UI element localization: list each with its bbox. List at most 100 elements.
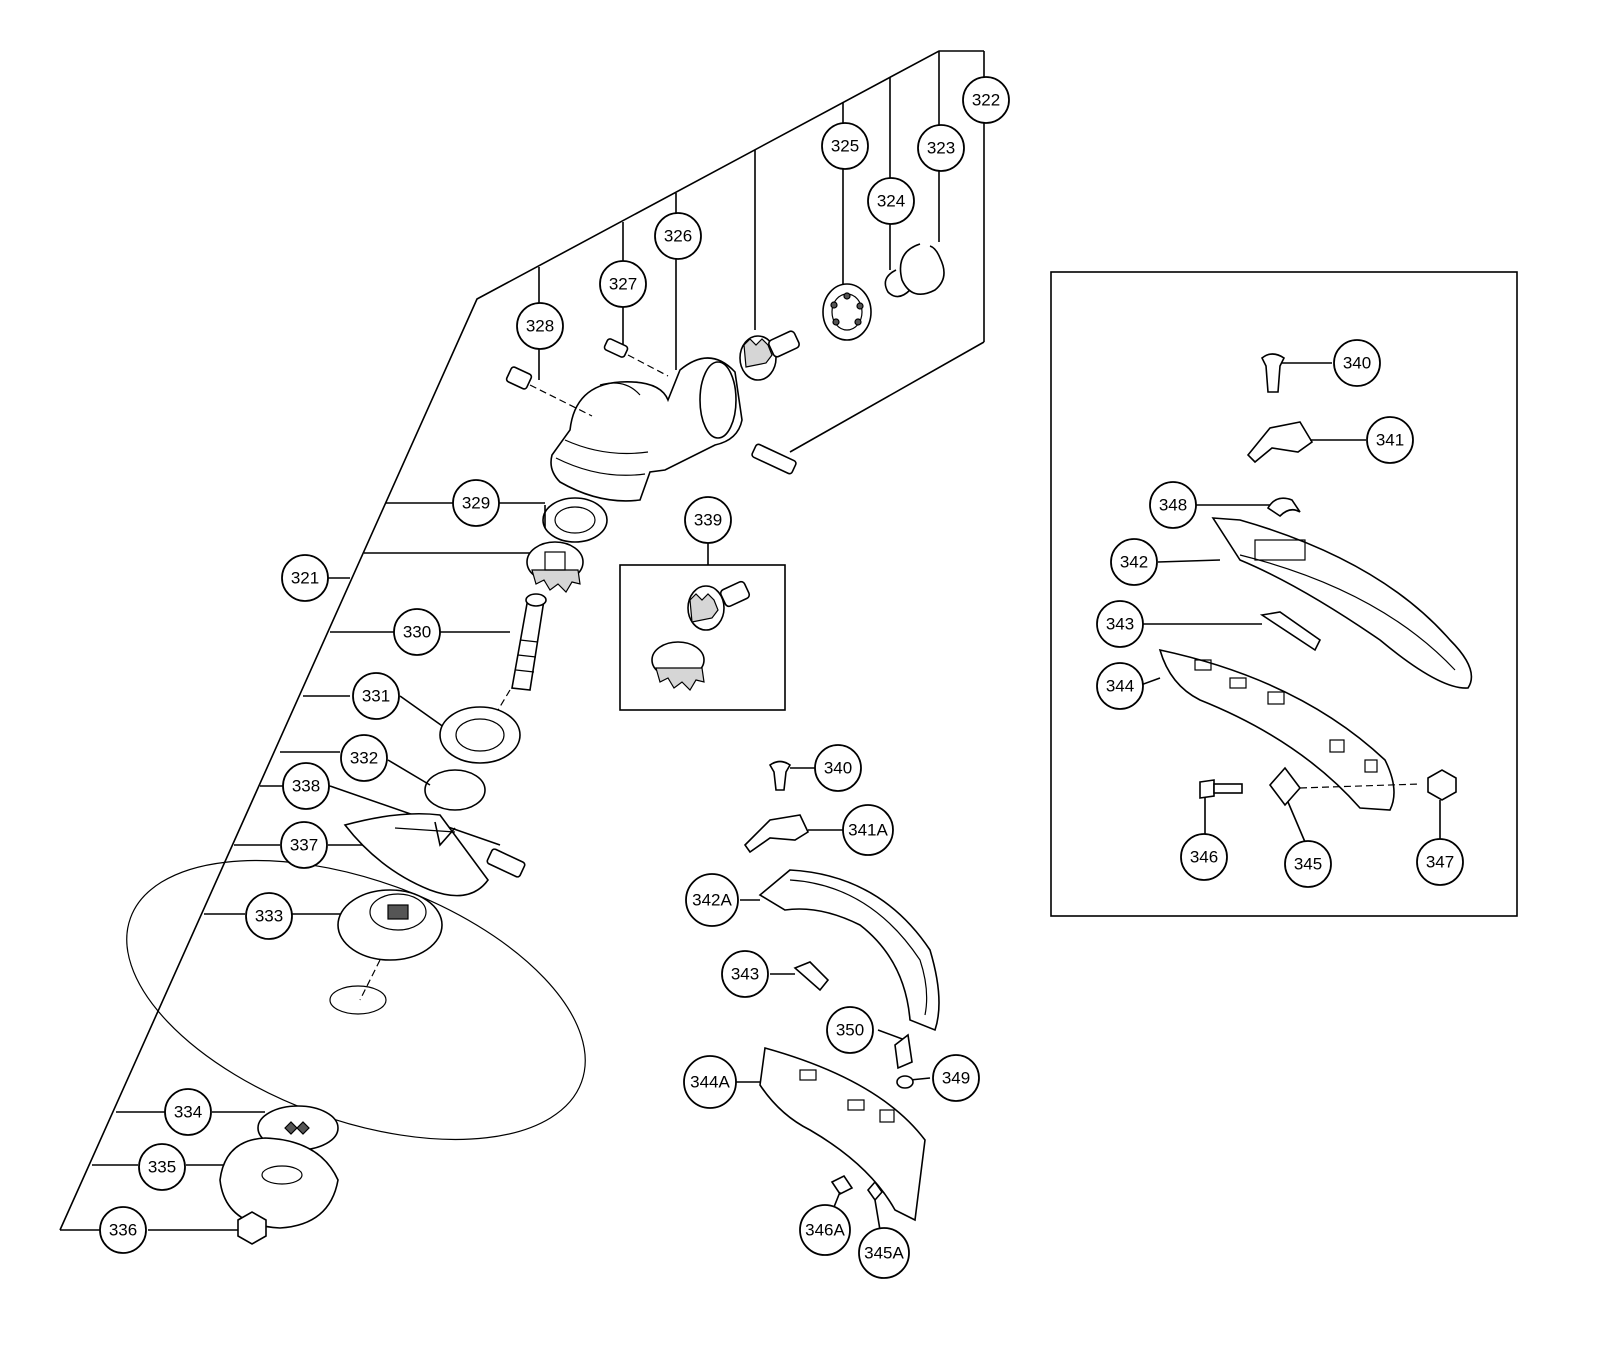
bolt-328: [505, 366, 533, 390]
pinion-gear: [739, 330, 800, 381]
screw-322: [751, 443, 797, 475]
cushion-348: [1266, 497, 1301, 518]
svg-text:347: 347: [1426, 853, 1454, 872]
callout-343-a: 343: [721, 950, 769, 998]
bevel-gear: [526, 541, 584, 593]
blade-disc: [126, 859, 586, 1141]
svg-text:342A: 342A: [692, 891, 732, 910]
bolt-346: [1199, 779, 1215, 799]
guard-assembly-a: [736, 760, 940, 1231]
svg-text:330: 330: [403, 623, 431, 642]
callout-349: 349: [932, 1054, 980, 1102]
svg-text:334: 334: [174, 1103, 202, 1122]
svg-text:324: 324: [877, 192, 905, 211]
svg-text:328: 328: [526, 317, 554, 336]
holder-333: [337, 889, 443, 961]
svg-text:321: 321: [291, 569, 319, 588]
callout-350: 350: [826, 1006, 874, 1054]
callout-344: 344: [1096, 662, 1144, 710]
callout-333: 333: [245, 892, 293, 940]
bolt-346A: [830, 1174, 854, 1196]
svg-text:325: 325: [831, 137, 859, 156]
guard-342A: [758, 869, 940, 1032]
svg-text:344A: 344A: [690, 1073, 730, 1092]
callout-321: 321: [281, 554, 329, 602]
callout-341: 341: [1366, 416, 1414, 464]
svg-text:348: 348: [1159, 496, 1187, 515]
clamp-341: [1246, 421, 1314, 464]
screw-327: [603, 338, 629, 358]
clamp-341A: [743, 814, 810, 854]
bearing-325: [822, 283, 872, 341]
svg-text:340: 340: [1343, 354, 1371, 373]
screw-340a: [768, 760, 792, 791]
callout-322: 322: [962, 76, 1010, 124]
callout-340-a: 340: [814, 744, 862, 792]
spindle-shaft: [511, 597, 545, 691]
svg-text:340: 340: [824, 759, 852, 778]
svg-text:327: 327: [609, 275, 637, 294]
guard-344A: [759, 1046, 926, 1222]
callout-326: 326: [654, 212, 702, 260]
bearing-331: [439, 706, 521, 764]
svg-text:343: 343: [1106, 615, 1134, 634]
callout-348: 348: [1149, 481, 1197, 529]
clip-350: [894, 1033, 913, 1070]
callout-337: 337: [280, 821, 328, 869]
svg-text:343: 343: [731, 965, 759, 984]
callout-328: 328: [516, 302, 564, 350]
svg-text:322: 322: [972, 91, 1000, 110]
gear-case-assembly: [126, 243, 945, 1245]
callout-332: 332: [340, 734, 388, 782]
plate-343b: [1259, 611, 1322, 652]
svg-text:337: 337: [290, 836, 318, 855]
callout-340-b: 340: [1333, 339, 1381, 387]
gear-kit-box: [619, 540, 786, 711]
callout-323: 323: [917, 124, 965, 172]
nut-347: [1427, 769, 1457, 801]
callout-324: 324: [867, 177, 915, 225]
cup-335: [219, 1137, 339, 1229]
svg-text:349: 349: [942, 1069, 970, 1088]
callout-325: 325: [821, 122, 869, 170]
svg-text:344: 344: [1106, 677, 1134, 696]
svg-text:336: 336: [109, 1221, 137, 1240]
svg-text:331: 331: [362, 687, 390, 706]
svg-text:333: 333: [255, 907, 283, 926]
snap-ring-323: [899, 243, 945, 296]
washer-345A: [866, 1180, 884, 1202]
callout-346A: 346A: [799, 1204, 851, 1256]
svg-text:346A: 346A: [805, 1221, 845, 1240]
callout-345A: 345A: [858, 1227, 910, 1279]
plate-343a: [793, 961, 830, 992]
svg-text:326: 326: [664, 227, 692, 246]
snap-ring-332: [424, 769, 486, 811]
svg-text:345A: 345A: [864, 1244, 904, 1263]
svg-text:341A: 341A: [848, 821, 888, 840]
callout-341A: 341A: [842, 804, 894, 856]
guard-342: [1211, 517, 1473, 689]
guard-assembly-box: [1050, 271, 1518, 917]
callout-346: 346: [1180, 833, 1228, 881]
callout-336: 336: [99, 1206, 147, 1254]
callout-331: 331: [352, 672, 400, 720]
svg-text:329: 329: [462, 494, 490, 513]
svg-text:350: 350: [836, 1021, 864, 1040]
svg-text:332: 332: [350, 749, 378, 768]
svg-text:338: 338: [292, 777, 320, 796]
svg-text:335: 335: [148, 1158, 176, 1177]
callout-327: 327: [599, 260, 647, 308]
callout-338: 338: [282, 762, 330, 810]
nut-336: [237, 1211, 267, 1245]
svg-text:342: 342: [1120, 553, 1148, 572]
callout-347: 347: [1416, 838, 1464, 886]
callout-335: 335: [138, 1143, 186, 1191]
svg-text:346: 346: [1190, 848, 1218, 867]
svg-text:323: 323: [927, 139, 955, 158]
svg-text:339: 339: [694, 511, 722, 530]
snap-ring-324: [884, 269, 911, 298]
callout-329: 329: [452, 479, 500, 527]
callout-342: 342: [1110, 538, 1158, 586]
